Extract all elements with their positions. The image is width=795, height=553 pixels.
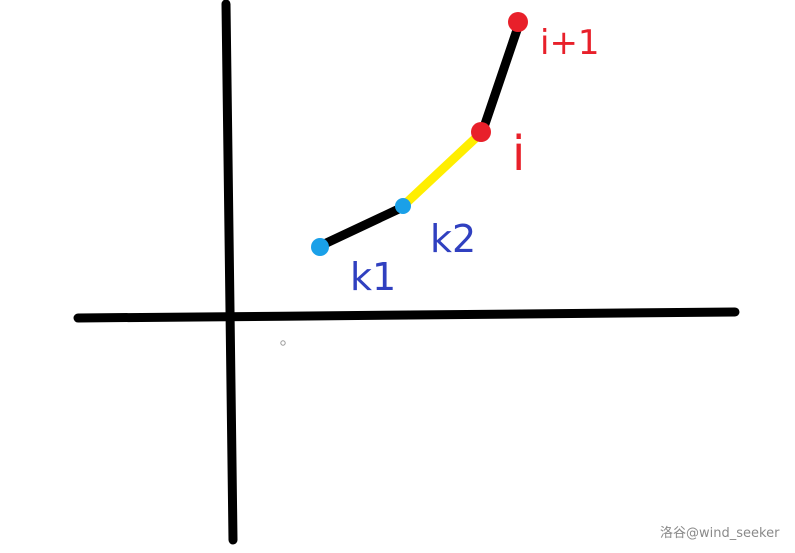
label-k1: k1 bbox=[350, 255, 396, 299]
point-k1 bbox=[311, 238, 329, 256]
stray-dot bbox=[280, 340, 286, 346]
segment-k2-i bbox=[398, 128, 486, 211]
watermark-text: 洛谷@wind_seeker bbox=[660, 526, 780, 541]
point-i-plus-1 bbox=[508, 12, 528, 32]
x-axis bbox=[73, 307, 740, 323]
segment-i-i-plus-1 bbox=[478, 19, 524, 135]
label-i-plus-1: i+1 bbox=[540, 23, 600, 63]
y-axis bbox=[221, 0, 238, 545]
segment-k1-k2 bbox=[315, 202, 408, 251]
point-i bbox=[471, 122, 491, 142]
label-i: i bbox=[512, 126, 525, 182]
label-k2: k2 bbox=[430, 217, 476, 261]
point-k2 bbox=[395, 198, 411, 214]
